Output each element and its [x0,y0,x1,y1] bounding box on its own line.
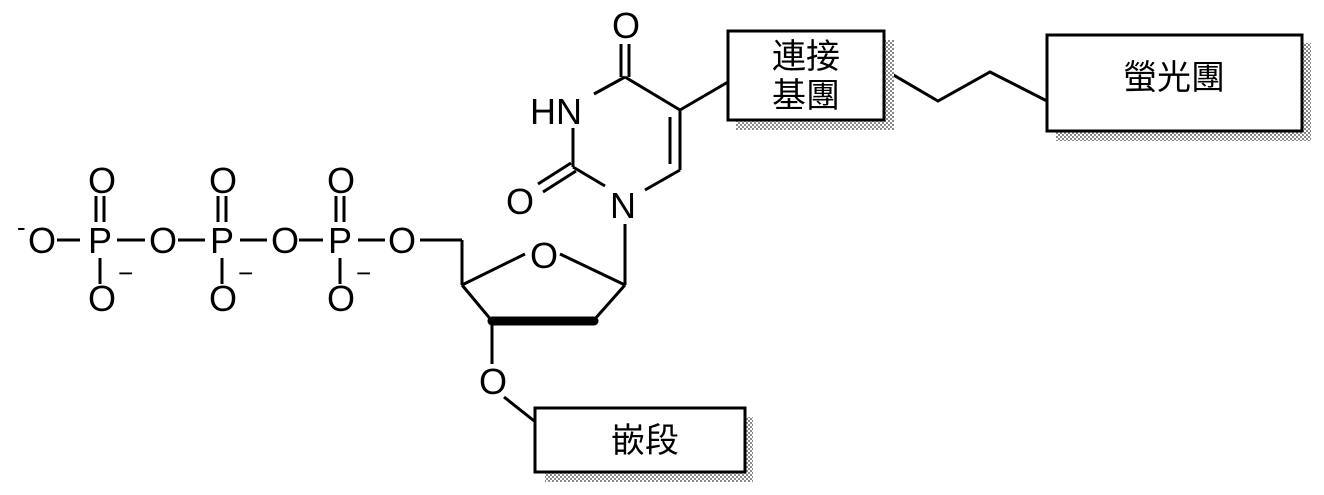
negative-charge-p1: − [118,258,133,288]
double-bond-c2-o-b [543,171,576,192]
oxygen-5-prime: O [388,220,416,261]
oxygen-ring: O [530,235,558,276]
linker-to-fluorophore-chain [885,70,1047,101]
bond-c4-o4 [462,254,525,285]
bond-o3-insert [504,397,538,424]
linker-group-box: 連接 基團 [728,31,894,130]
bond-o4-c1 [560,254,625,285]
fluorophore-label: 螢光團 [1123,58,1225,98]
oxygen-double-p1: O [88,160,116,201]
oxygen-down-p2: O [209,278,237,319]
nitrogen-n1: N [610,185,636,226]
oxygen-bridge-2: O [271,220,299,261]
bond-c1-c2 [594,285,625,320]
fluorophore-box: 螢光團 [1047,35,1311,141]
oxygen-c4: O [612,5,640,46]
insert-label: 嵌段 [611,421,679,461]
bond-c4-c5 [625,77,680,110]
oxygen-down-p3: O [327,278,355,319]
oxygen-3-prime: O [479,361,507,402]
linker-label-line1: 連接 [772,37,840,77]
phosphorus-beta: P [210,220,234,261]
atom-labels: - O P O O − O P O O − O P O O − O O O N … [17,5,640,402]
negative-charge-p2: − [238,258,253,288]
double-bond-c2-o-a [538,163,571,184]
phosphorus-gamma: P [328,220,352,261]
bond-n3-c4 [594,77,625,94]
bond-c5-linker [680,82,728,110]
negative-charge-p3: − [356,258,371,288]
oxygen-down-p1: O [88,278,116,319]
bond-n1-c2 [573,167,605,186]
negative-charge-terminal: - [17,212,26,242]
bond-c4-c3 [462,285,492,321]
oxygen-c2: O [506,181,534,222]
nitrogen-n3-h: HN [530,91,582,132]
bond-c6-n1 [645,170,680,190]
linker-label-line2: 基團 [772,76,840,116]
oxygen-bridge-1: O [149,220,177,261]
phosphorus-alpha: P [88,220,112,261]
oxygen-double-p2: O [209,160,237,201]
oxygen-double-p3: O [327,160,355,201]
oxygen-terminal: O [28,220,56,261]
insert-block-box: 嵌段 [535,408,753,482]
